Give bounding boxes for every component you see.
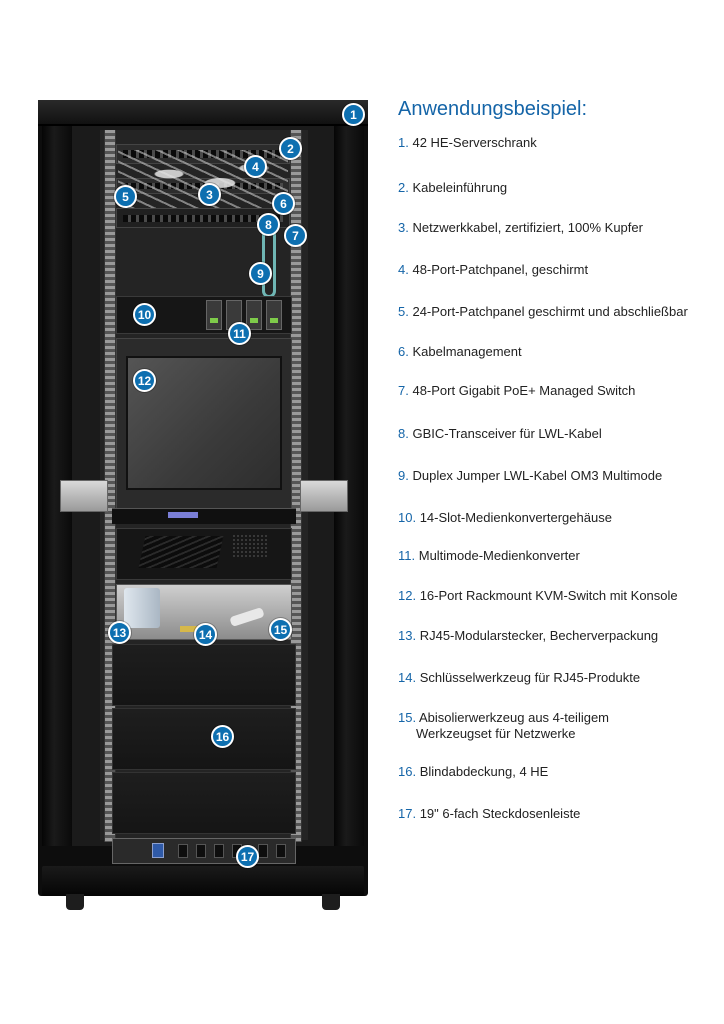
bracket-left	[60, 480, 108, 512]
rj45-plug-cup	[124, 588, 160, 628]
legend-item: 14. Schlüsselwerkzeug für RJ45-Produkte	[398, 670, 641, 685]
key-tool	[180, 626, 206, 632]
legend-item: 11. Multimode-Medienkonverter	[398, 548, 580, 563]
kvm-keyboard	[112, 508, 296, 524]
legend-item: 16. Blindabdeckung, 4 HE	[398, 764, 549, 779]
callout-badge: 7	[284, 224, 307, 247]
legend-title: Anwendungsbeispiel:	[398, 98, 588, 120]
callout-badge: 13	[108, 621, 131, 644]
callout-badge: 16	[211, 725, 234, 748]
cabinet-plinth	[42, 866, 364, 896]
cabinet-foot	[322, 894, 340, 910]
callout-badge: 4	[244, 155, 267, 178]
server-grill	[232, 534, 268, 558]
media-converter-card	[206, 300, 222, 330]
callout-badge: 9	[249, 262, 272, 285]
switch-ports	[123, 215, 283, 222]
callout-badge: 6	[272, 192, 295, 215]
status-led	[250, 318, 258, 323]
power-socket	[196, 844, 206, 858]
legend-item: 4. 48-Port-Patchpanel, geschirmt	[398, 262, 589, 277]
legend-item: 10. 14-Slot-Medienkonvertergehäuse	[398, 510, 612, 525]
gigabit-switch	[116, 208, 290, 228]
status-led	[210, 318, 218, 323]
status-led	[270, 318, 278, 323]
legend-item: 3. Netzwerkkabel, zertifiziert, 100% Kup…	[398, 220, 643, 235]
server-front-vent	[138, 536, 224, 568]
legend-item: 5. 24-Port-Patchpanel geschirmt und absc…	[398, 304, 688, 319]
callout-badge: 14	[194, 623, 217, 646]
power-switch	[152, 843, 164, 858]
callout-badge: 11	[228, 322, 251, 345]
legend-item: 17. 19" 6-fach Steckdosenleiste	[398, 806, 581, 821]
power-socket	[276, 844, 286, 858]
legend-item: 7. 48-Port Gigabit PoE+ Managed Switch	[398, 383, 636, 398]
legend-item-continuation: Werkzeugset für Netzwerke	[416, 726, 576, 741]
callout-badge: 1	[342, 103, 365, 126]
legend-item: 8. GBIC-Transceiver für LWL-Kabel	[398, 426, 602, 441]
blank-panel	[112, 708, 296, 770]
callout-badge: 2	[279, 137, 302, 160]
legend-item: 6. Kabelmanagement	[398, 344, 522, 359]
cabinet-foot	[66, 894, 84, 910]
kvm-touchpad	[168, 512, 198, 518]
callout-badge: 3	[198, 183, 221, 206]
callout-badge: 12	[133, 369, 156, 392]
legend-item: 12. 16-Port Rackmount KVM-Switch mit Kon…	[398, 588, 678, 603]
power-socket	[178, 844, 188, 858]
callout-badge: 8	[257, 213, 280, 236]
blank-panel	[112, 644, 296, 706]
power-socket	[214, 844, 224, 858]
blank-panel	[112, 772, 296, 834]
legend-item: 2. Kabeleinführung	[398, 180, 508, 195]
power-socket	[258, 844, 268, 858]
media-converter-card	[266, 300, 282, 330]
cabinet-top	[38, 100, 368, 126]
legend-item: 1. 42 HE-Serverschrank	[398, 135, 537, 150]
legend-item: 13. RJ45-Modularstecker, Becherverpackun…	[398, 628, 659, 643]
bracket-right	[300, 480, 348, 512]
callout-badge: 17	[236, 845, 259, 868]
callout-badge: 15	[269, 618, 292, 641]
legend-item: 9. Duplex Jumper LWL-Kabel OM3 Multimode	[398, 468, 663, 483]
callout-badge: 10	[133, 303, 156, 326]
callout-badge: 5	[114, 185, 137, 208]
